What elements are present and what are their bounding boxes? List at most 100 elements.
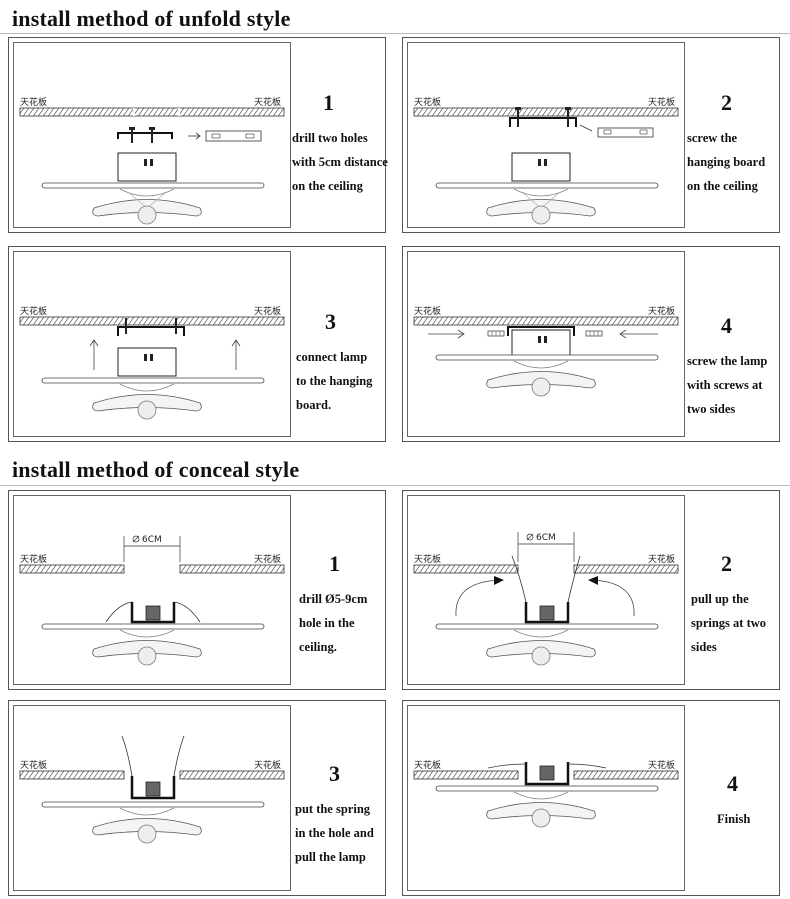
step-line: screw the	[687, 131, 738, 145]
hanging-board	[509, 117, 577, 127]
unfold-step-1-drawing: 天花板 天花板	[13, 42, 291, 228]
step-number: 4	[727, 771, 738, 796]
unfold-step-2-drawing: 天花板 天花板	[407, 42, 685, 228]
side-screw-icon	[487, 330, 505, 337]
step-instructions: drill Ø5-9cm hole in the ceiling.	[299, 587, 367, 659]
conceal-section-title: install method of conceal style	[12, 457, 300, 482]
ceiling-label: 天花板	[648, 305, 675, 317]
step-line: on the ceiling	[687, 179, 758, 193]
up-arrow-icon	[89, 339, 99, 370]
hole-dimension: 6CM	[123, 535, 181, 562]
step-line: drill two holes	[292, 131, 368, 145]
side-screw-icon	[585, 330, 603, 337]
hole-dimension: 6CM	[517, 532, 575, 562]
step-line: pull up the	[691, 592, 749, 606]
unfold-step-1-panel: 天花板 天花板 1	[8, 37, 388, 233]
ceiling-label: 天花板	[254, 759, 281, 771]
ceiling-lamp	[435, 329, 659, 397]
unfold-step-4-panel: 天花板 天花板 4 screw t	[402, 246, 780, 442]
step-instructions: Finish	[717, 807, 750, 831]
ceiling-label: 天花板	[20, 305, 47, 317]
step-line: drill Ø5-9cm	[299, 592, 368, 606]
ceiling-lamp	[435, 152, 659, 225]
right-arrow-icon	[428, 329, 465, 339]
ceiling-label: 天花板	[254, 305, 281, 317]
step-line: springs at two	[691, 616, 767, 630]
conceal-step-3-panel: 天花板 天花板 3 put the spring in the hole and…	[8, 700, 386, 896]
conceal-step-2-drawing: 天花板 天花板 6CM	[407, 495, 685, 685]
section-divider	[0, 485, 790, 486]
step-line: sides	[691, 640, 717, 654]
ceiling-label: 天花板	[648, 553, 675, 565]
ceiling-label: 天花板	[414, 96, 441, 108]
step-line: in the hole and	[295, 826, 374, 840]
ceiling-lamp	[41, 735, 265, 844]
step-line: on the ceiling	[292, 179, 363, 193]
ceiling-label: 天花板	[254, 553, 281, 565]
unfold-section-title: install method of unfold style	[12, 6, 291, 31]
ceiling-lamp	[435, 762, 659, 828]
step-number: 4	[721, 313, 732, 338]
step-line: to the hanging	[296, 374, 373, 388]
ceiling-slab	[413, 316, 679, 326]
ceiling-label: 天花板	[648, 96, 675, 108]
screw-icon	[149, 127, 155, 143]
ceiling-slab	[413, 107, 679, 117]
curved-arrow-icon	[591, 579, 635, 617]
ceiling-slab	[19, 564, 125, 574]
ceiling-slab	[179, 770, 285, 780]
hole-size-label: 6CM	[536, 533, 556, 543]
ceiling-slab	[413, 770, 519, 780]
ceiling-lamp	[41, 347, 265, 420]
hanging-board	[117, 132, 173, 139]
ceiling-lamp	[435, 555, 659, 666]
ceiling-slab	[19, 107, 285, 117]
ceiling-slab	[19, 770, 125, 780]
conceal-step-4-drawing: 天花板 天花板	[407, 705, 685, 891]
ceiling-label: 天花板	[414, 553, 441, 565]
step-line: screw the lamp	[687, 354, 768, 368]
curved-arrow-icon	[455, 579, 501, 617]
step-instructions: put the spring in the hole and pull the …	[295, 797, 374, 869]
step-instructions: drill two holes with 5cm distance on the…	[292, 126, 388, 198]
step-line: put the spring	[295, 802, 371, 816]
step-number: 3	[329, 761, 340, 786]
unfold-step-3-panel: 天花板 天花板 3 connect	[8, 246, 386, 442]
step-instructions: connect lamp to the hanging board.	[296, 345, 372, 417]
step-number: 2	[721, 90, 732, 115]
ceiling-slab	[573, 564, 679, 574]
step-instructions: screw the hanging board on the ceiling	[687, 126, 765, 198]
hanging-board	[507, 326, 575, 336]
ceiling-slab	[413, 564, 519, 574]
hole-size-label: 6CM	[142, 535, 162, 545]
screw-icon	[515, 107, 521, 127]
step-instructions: pull up the springs at two sides	[691, 587, 766, 659]
conceal-step-4-panel: 天花板 天花板 4 Finish	[402, 700, 780, 896]
step-line: two sides	[687, 402, 736, 416]
step-instructions: screw the lamp with screws at two sides	[687, 349, 767, 421]
unfold-step-3-drawing: 天花板 天花板	[13, 251, 291, 437]
ceiling-label: 天花板	[254, 96, 281, 108]
step-line: with screws at	[687, 378, 763, 392]
step-number: 1	[329, 551, 340, 576]
step-number: 3	[325, 309, 336, 334]
step-line: connect lamp	[296, 350, 368, 364]
screw-icon	[129, 127, 135, 143]
conceal-step-1-panel: 天花板 天花板 6CM 1	[8, 490, 386, 690]
screw-icon	[565, 107, 571, 127]
step-line: ceiling.	[299, 640, 337, 654]
conceal-step-1-drawing: 天花板 天花板 6CM	[13, 495, 291, 685]
ceiling-label: 天花板	[414, 305, 441, 317]
step-line: with 5cm distance	[292, 155, 388, 169]
up-arrow-icon	[231, 339, 241, 370]
ceiling-lamp	[41, 152, 265, 225]
unfold-step-4-drawing: 天花板 天花板	[407, 251, 685, 437]
ceiling-label: 天花板	[648, 759, 675, 771]
left-arrow-icon	[619, 329, 658, 339]
ceiling-slab	[573, 770, 679, 780]
ceiling-label: 天花板	[20, 96, 47, 108]
ceiling-slab	[179, 564, 285, 574]
arrow-icon	[579, 124, 593, 132]
step-line: Finish	[717, 812, 751, 826]
ceiling-label: 天花板	[20, 553, 47, 565]
